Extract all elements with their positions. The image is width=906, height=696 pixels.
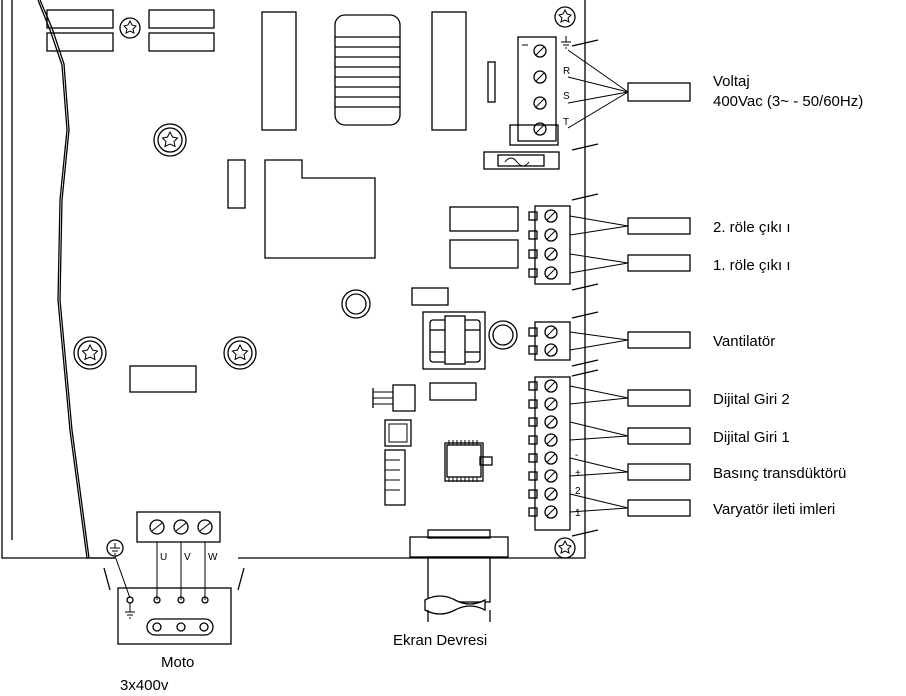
ground-symbol-mains	[561, 36, 571, 49]
enclosure-outline	[1, 0, 586, 559]
board-components	[46, 9, 519, 506]
terminal-label-comm-1: 1	[575, 508, 581, 519]
motor-terminal-block	[136, 511, 221, 600]
signal-terminal-block	[528, 376, 571, 531]
mounting-screw-bottom-right	[554, 537, 576, 559]
wire-fan	[569, 331, 691, 351]
terminal-label-s: S	[563, 91, 570, 102]
terminal-label-comm-2: 2	[575, 486, 581, 497]
label-display-board: Ekran Devresi	[393, 632, 487, 649]
mounting-screw-center	[223, 336, 257, 370]
terminal-label-u: U	[160, 552, 167, 563]
coil-module	[422, 311, 486, 370]
transformer	[334, 14, 401, 126]
wire-digital-input2	[569, 385, 691, 407]
mounting-screw-left-lower	[73, 336, 107, 370]
motor-connector	[117, 587, 232, 645]
label-drive-comm: Varyatör ileti imleri	[713, 501, 835, 518]
mounting-screw-top-right	[554, 6, 576, 28]
wire-relay1	[569, 253, 691, 274]
label-digital-input2: Dijital Giri 2	[713, 391, 790, 408]
label-fan: Vantilatör	[713, 333, 775, 350]
label-motor-line2: 3x400v	[120, 677, 169, 694]
label-motor-line1: Moto	[161, 654, 194, 671]
label-voltage-line1: Voltaj	[713, 73, 750, 90]
display-board-connector	[409, 529, 509, 622]
wire-pressure-transducer	[569, 457, 691, 481]
mains-fuse	[483, 151, 560, 170]
label-relay2: 2. röle çıkı ı	[713, 219, 791, 236]
terminal-label-plus: +	[575, 468, 581, 479]
wire-relay2	[569, 215, 691, 236]
label-digital-input1: Dijital Giri 1	[713, 429, 790, 446]
mounting-screw-top-left	[119, 17, 141, 39]
ic-chip	[446, 440, 482, 482]
edge-break-marks	[571, 39, 599, 537]
wire-drive-comm	[569, 493, 691, 517]
wire-voltage	[567, 49, 691, 129]
mounting-screw-left-upper	[153, 123, 187, 157]
label-voltage-line2: 400Vac (3~ - 50/60Hz)	[713, 93, 863, 110]
label-relay1: 1. röle çıkı ı	[713, 257, 791, 274]
fan-terminal-block	[528, 321, 571, 361]
ground-screw-motor	[106, 539, 131, 599]
wire-digital-input1	[569, 421, 691, 445]
terminal-label-w: W	[208, 552, 218, 563]
terminal-label-t: T	[563, 117, 569, 128]
label-pressure-transducer: Basınç transdüktörü	[713, 465, 846, 482]
mains-terminal-block	[509, 36, 559, 146]
enclosure-break-left	[103, 567, 111, 591]
terminal-label-minus: -	[575, 450, 578, 461]
terminal-label-v: V	[184, 552, 191, 563]
relay-terminal-block	[528, 205, 571, 285]
terminal-label-r: R	[563, 66, 570, 77]
enclosure-break-right	[237, 567, 245, 591]
